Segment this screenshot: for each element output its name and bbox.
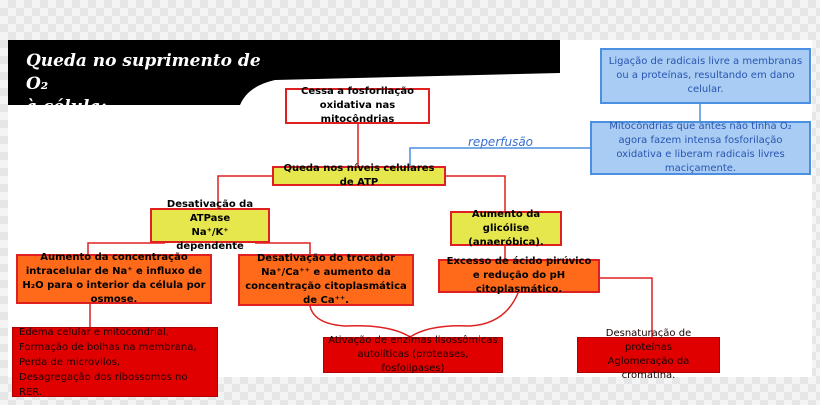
box-edema-line-2: Formação de bolhas na membrana, xyxy=(19,341,197,353)
box-mitocondrias-reperfusao: Mitocôndrias que antes não tinha O₂ agor… xyxy=(590,121,811,175)
title-line-2: à célula: xyxy=(26,97,107,117)
box-edema-line-3: Perda de microvilos, xyxy=(19,356,121,368)
reperfusao-label: reperfusão xyxy=(468,135,534,149)
box-atpase-line-2: Na⁺/K⁺ dependente xyxy=(176,226,244,252)
box-concentracao-text: Aumento da concentração intracelular de … xyxy=(22,252,206,305)
title-line-1: Queda no suprimento de O₂ xyxy=(26,51,261,94)
box-trocador-na-ca: Desativação do trocador Na⁺/Ca⁺⁺ e aumen… xyxy=(238,253,414,306)
connector-piruvico-proteinas xyxy=(600,277,653,337)
box-edema: Edema celular e mitocondrial, Formação d… xyxy=(12,326,218,398)
connector-atpase-left xyxy=(87,242,165,254)
box-enzimas-line-1: Ativação de enzimas lisossômicas xyxy=(328,335,498,346)
box-proteinas-line-2: Aglomeração da cromatina. xyxy=(607,356,690,381)
connector-queda-right xyxy=(446,175,506,211)
box-acido-piruvico: Excesso de ácido pirúvico e redução do p… xyxy=(438,256,600,295)
box-desnaturacao-proteinas: Desnaturação de proteínas Aglomeração da… xyxy=(577,328,720,381)
page-title: Queda no suprimento de O₂ à célula: xyxy=(26,50,276,119)
box-radicais-text: Ligação de radicais livre a membranas ou… xyxy=(608,56,803,95)
box-trocador-text: Desativação do trocador Na⁺/Ca⁺⁺ e aumen… xyxy=(245,253,407,306)
box-glicolise-line-1: Aumento da glicólise xyxy=(471,208,541,234)
box-radicais-livres: Ligação de radicais livre a membranas ou… xyxy=(600,48,811,104)
box-glicolise-line-2: (anaeróbica). xyxy=(468,236,544,248)
box-enzimas-lisossomicas: Ativação de enzimas lisossômicas autolít… xyxy=(323,335,503,374)
box-proteinas-line-1: Desnaturação de proteínas xyxy=(605,328,692,353)
box-piruvico-text: Excesso de ácido pirúvico e redução do p… xyxy=(446,256,592,295)
box-concentracao-na: Aumento da concentração intracelular de … xyxy=(16,252,212,305)
box-atpase-line-1: Desativação da ATPase xyxy=(166,198,254,224)
box-mitocondrias-text: Mitocôndrias que antes não tinha O₂ agor… xyxy=(609,121,792,174)
connector-atpase-right xyxy=(255,242,311,254)
connector-reperfusao xyxy=(409,147,590,166)
box-queda-text: Queda nos níveis celulares de ATP xyxy=(283,163,435,188)
connector-queda-left xyxy=(217,175,272,208)
box-queda-atp: Queda nos níveis celulares de ATP xyxy=(272,163,446,188)
box-edema-line-1: Edema celular e mitocondrial, xyxy=(19,326,169,338)
box-cessa-fosforilacao: Cessa a fosforilação oxidativa nas mitoc… xyxy=(285,86,430,125)
box-edema-line-4: Desagregação dos ribossomos no RER. xyxy=(19,371,188,398)
box-desativacao-atpase: Desativação da ATPase Na⁺/K⁺ dependente xyxy=(150,199,270,252)
box-enzimas-line-2: autolíticas (proteases, fosfolipases) xyxy=(357,349,469,374)
box-aumento-glicolise: Aumento da glicólise (anaeróbica). xyxy=(450,208,562,248)
box-cessa-text: Cessa a fosforilação oxidativa nas mitoc… xyxy=(301,86,414,125)
